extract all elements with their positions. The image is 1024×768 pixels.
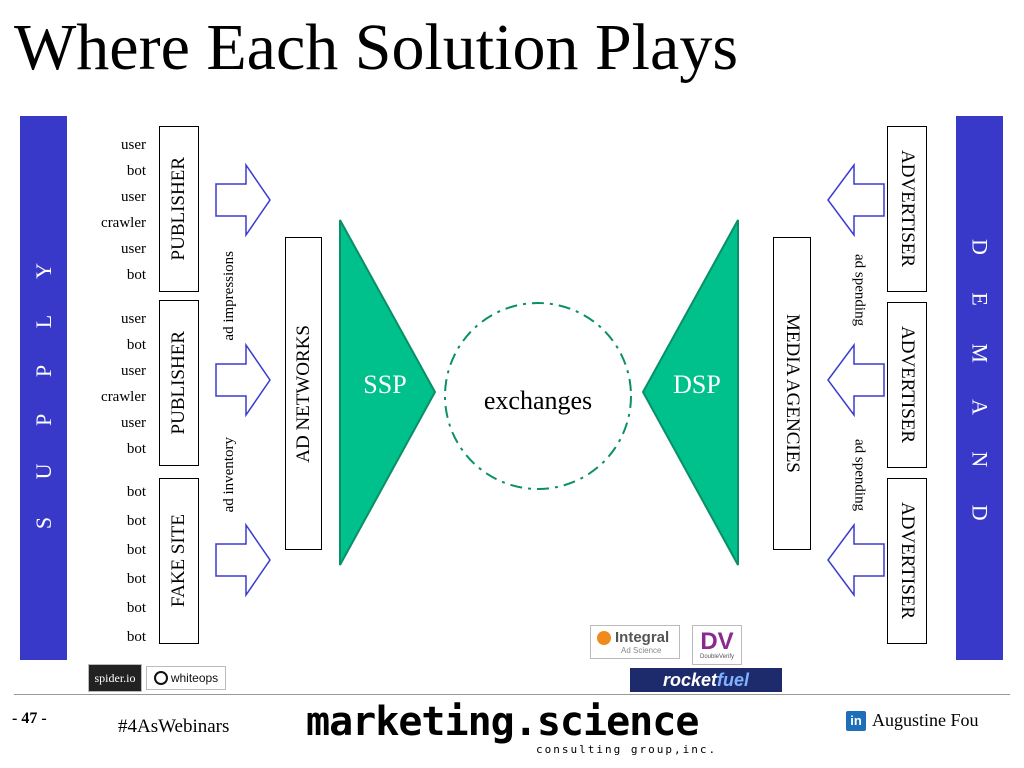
media-agencies-box: MEDIA AGENCIES [773,237,811,550]
dsp-triangle [641,219,739,566]
advertiser-label: ADVERTISER [897,502,918,620]
ad-spending-label: ad spending [851,253,868,327]
dsp-label: DSP [673,370,721,399]
traffic-item: user [121,189,146,205]
integral-subtext: Ad Science [621,646,662,655]
ssp-triangle [339,219,437,566]
hashtag: #4AsWebinars [118,716,230,737]
traffic-item: user [121,137,146,153]
page-number: - 47 - [12,710,47,727]
right-arrow-icon [215,162,271,238]
rocketfuel-text-a: rocket [662,669,717,690]
spider-io-text: spider.io [94,670,136,685]
ad-networks-box: AD NETWORKS [285,237,322,550]
publisher-1-traffic: user bot user crawler user bot [76,132,146,288]
ad-spending-label-wrap-1: ad spending [848,240,870,340]
whiteops-text: whiteops [170,671,219,685]
traffic-item: bot [126,337,146,353]
traffic-item: bot [126,441,146,457]
dv-subtext: DoubleVerify [699,654,735,660]
left-arrow-icon [827,342,885,418]
right-arrow-icon [215,522,271,598]
supply-bar: S U P P L Y [20,116,67,660]
traffic-item: user [121,241,146,257]
traffic-item: bot [126,600,146,616]
exchanges-label: exchanges [483,386,593,415]
publisher-box-1: PUBLISHER [159,126,199,292]
exchanges-circle [444,302,632,490]
ad-spending-label: ad spending [851,438,868,512]
integral-text: Integral [615,629,670,646]
fake-site-box: FAKE SITE [159,478,199,644]
advertiser-label: ADVERTISER [897,326,918,444]
traffic-item: bot [126,542,146,558]
traffic-item: user [121,311,146,327]
traffic-item: bot [126,629,146,645]
integral-icon [597,630,611,645]
publisher-box-2: PUBLISHER [159,300,199,466]
advertiser-box-1: ADVERTISER [887,126,927,292]
traffic-item: bot [126,267,146,283]
publisher-2-traffic: user bot user crawler user bot [76,306,146,462]
advertiser-box-2: ADVERTISER [887,302,927,468]
author-name: Augustine Fou [872,710,979,730]
dv-text: DV [700,628,734,655]
ad-spending-label-wrap-2: ad spending [848,425,870,525]
left-arrow-icon [827,522,885,598]
linkedin-icon[interactable]: in [846,711,866,731]
media-agencies-label: MEDIA AGENCIES [782,314,803,473]
traffic-item: bot [126,513,146,529]
left-arrow-icon [827,162,885,238]
whiteops-logo: whiteops [146,666,226,690]
traffic-item: user [121,363,146,379]
doubleverify-logo: DV DoubleVerify [692,625,742,665]
traffic-item: bot [126,163,146,179]
spider-io-logo: spider.io [88,664,142,692]
traffic-item: bot [126,571,146,587]
brand-wordmark: marketing.science [306,699,699,745]
traffic-item: crawler [101,389,146,405]
traffic-item: user [121,415,146,431]
brand-subtitle: consulting group,inc. [536,743,718,756]
ssp-label: SSP [363,370,407,399]
traffic-item: bot [126,484,146,500]
advertiser-box-3: ADVERTISER [887,478,927,644]
demand-label: D E M A N D [967,239,993,537]
right-arrow-icon [215,342,271,418]
fake-site-traffic: bot bot bot bot bot bot [76,478,146,652]
advertiser-label: ADVERTISER [897,150,918,268]
whiteops-icon [153,671,168,685]
slide-title: Where Each Solution Plays [14,11,739,84]
demand-bar: D E M A N D [956,116,1003,660]
traffic-item: crawler [101,215,146,231]
footer-divider [14,694,1010,695]
integral-logo: Integral Ad Science [590,625,680,659]
rocketfuel-text-b: fuel [717,669,750,690]
